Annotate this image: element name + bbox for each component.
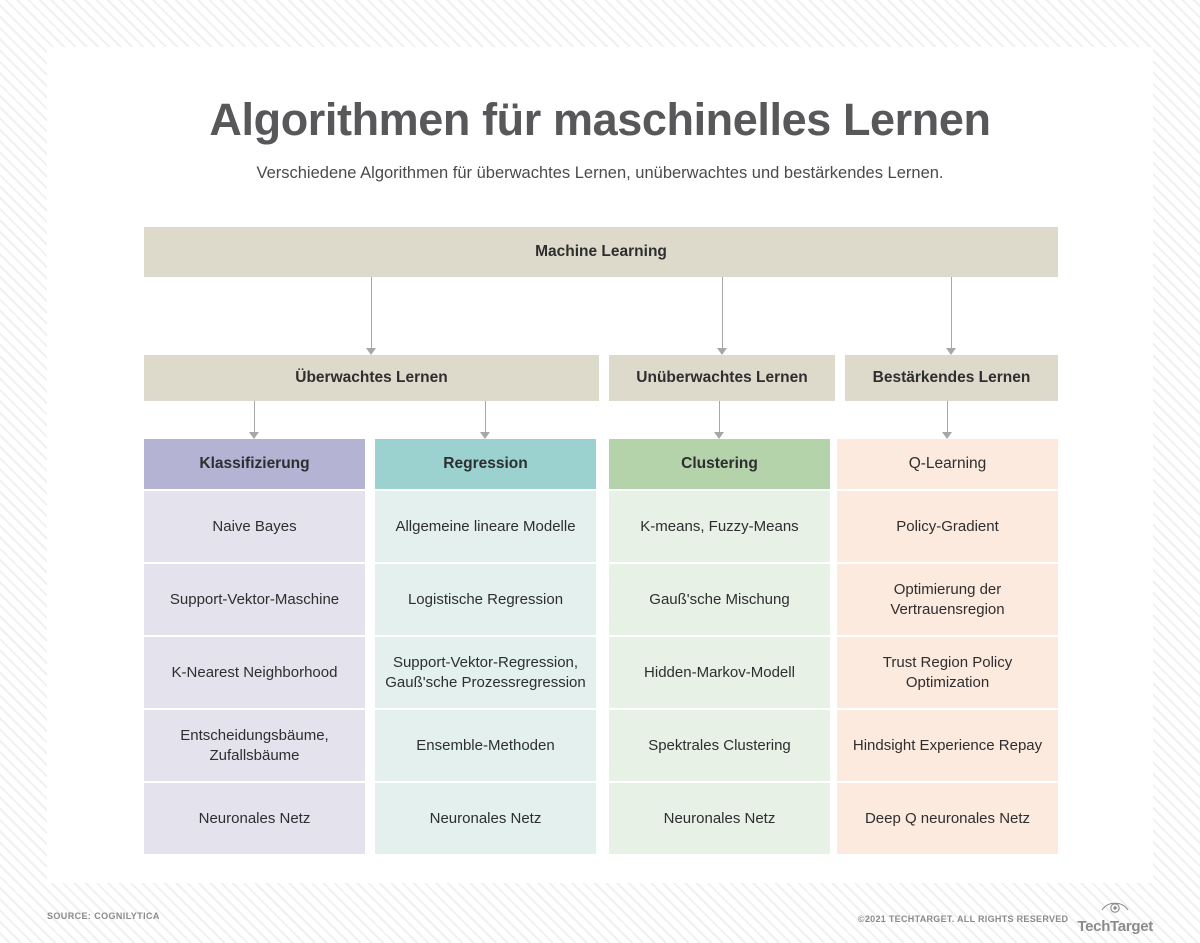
column-header-clustering: Clustering (609, 439, 830, 489)
eye-icon (1100, 899, 1130, 919)
connector-root-to-unsupervised (722, 277, 723, 348)
techtarget-wordmark: TechTarget (1077, 918, 1153, 935)
column-q-learning: Q-Learning Policy-Gradient Optimierung d… (837, 439, 1058, 856)
techtarget-logo: TechTarget (1077, 899, 1153, 934)
list-item: Hindsight Experience Repay (837, 710, 1058, 781)
arrowhead-supervised-to-classification (249, 432, 259, 439)
node-machine-learning: Machine Learning (144, 227, 1058, 277)
list-item: Policy-Gradient (837, 491, 1058, 562)
arrowhead-supervised-to-regression (480, 432, 490, 439)
node-machine-learning-label: Machine Learning (535, 243, 667, 261)
hierarchy-diagram: Machine Learning Überwachtes Lernen Unüb… (144, 227, 1058, 854)
arrowhead-reinforcement-to-qlearning (942, 432, 952, 439)
arrowhead-unsupervised-to-clustering (714, 432, 724, 439)
list-item: Optimierung der Vertrauensregion (837, 564, 1058, 635)
list-item: Neuronales Netz (375, 783, 596, 854)
connector-supervised-to-regression (485, 401, 486, 432)
page-subtitle: Verschiedene Algorithmen für überwachtes… (256, 164, 944, 182)
content-card: Algorithmen für maschinelles Lernen Vers… (47, 47, 1153, 883)
list-item: Neuronales Netz (609, 783, 830, 854)
list-item: Neuronales Netz (144, 783, 365, 854)
list-item: Logistische Regression (375, 564, 596, 635)
list-item: Naive Bayes (144, 491, 365, 562)
node-supervised-learning: Überwachtes Lernen (144, 355, 599, 401)
arrowhead-root-to-reinforcement (946, 348, 956, 355)
column-header-regression: Regression (375, 439, 596, 489)
connector-root-to-reinforcement (951, 277, 952, 348)
page-title: Algorithmen für maschinelles Lernen (209, 94, 991, 145)
list-item: K-Nearest Neighborhood (144, 637, 365, 708)
connector-root-to-supervised (371, 277, 372, 348)
column-regression: Regression Allgemeine lineare Modelle Lo… (375, 439, 596, 856)
list-item: Support-Vektor-Maschine (144, 564, 365, 635)
list-item: Entscheidungsbäume, Zufallsbäume (144, 710, 365, 781)
arrowhead-root-to-supervised (366, 348, 376, 355)
list-item: Deep Q neuronales Netz (837, 783, 1058, 854)
node-unsupervised-learning: Unüberwachtes Lernen (609, 355, 835, 401)
footer-source: SOURCE: COGNILYTICA (47, 911, 160, 921)
node-reinforcement-learning-label: Bestärkendes Lernen (872, 369, 1031, 387)
node-unsupervised-learning-label: Unüberwachtes Lernen (636, 369, 808, 387)
list-item: Hidden-Markov-Modell (609, 637, 830, 708)
node-reinforcement-learning: Bestärkendes Lernen (845, 355, 1058, 401)
column-header-classification: Klassifizierung (144, 439, 365, 489)
connector-supervised-to-classification (254, 401, 255, 432)
list-item: K-means, Fuzzy-Means (609, 491, 830, 562)
list-item: Spektrales Clustering (609, 710, 830, 781)
list-item: Trust Region Policy Optimization (837, 637, 1058, 708)
node-supervised-learning-label: Überwachtes Lernen (295, 369, 448, 387)
column-classification: Klassifizierung Naive Bayes Support-Vekt… (144, 439, 365, 856)
footer-copyright: ©2021 TECHTARGET. ALL RIGHTS RESERVED (857, 914, 1069, 924)
list-item: Gauß'sche Mischung (609, 564, 830, 635)
footer-attribution: ©2021 TECHTARGET. ALL RIGHTS RESERVED Te… (858, 899, 1153, 934)
arrowhead-root-to-unsupervised (717, 348, 727, 355)
column-clustering: Clustering K-means, Fuzzy-Means Gauß'sch… (609, 439, 830, 856)
column-header-q-learning: Q-Learning (837, 439, 1058, 489)
list-item: Ensemble-Methoden (375, 710, 596, 781)
list-item: Support-Vektor-Regression, Gauß'sche Pro… (375, 637, 596, 708)
list-item: Allgemeine lineare Modelle (375, 491, 596, 562)
connector-unsupervised-to-clustering (719, 401, 720, 432)
connector-reinforcement-to-qlearning (947, 401, 948, 432)
